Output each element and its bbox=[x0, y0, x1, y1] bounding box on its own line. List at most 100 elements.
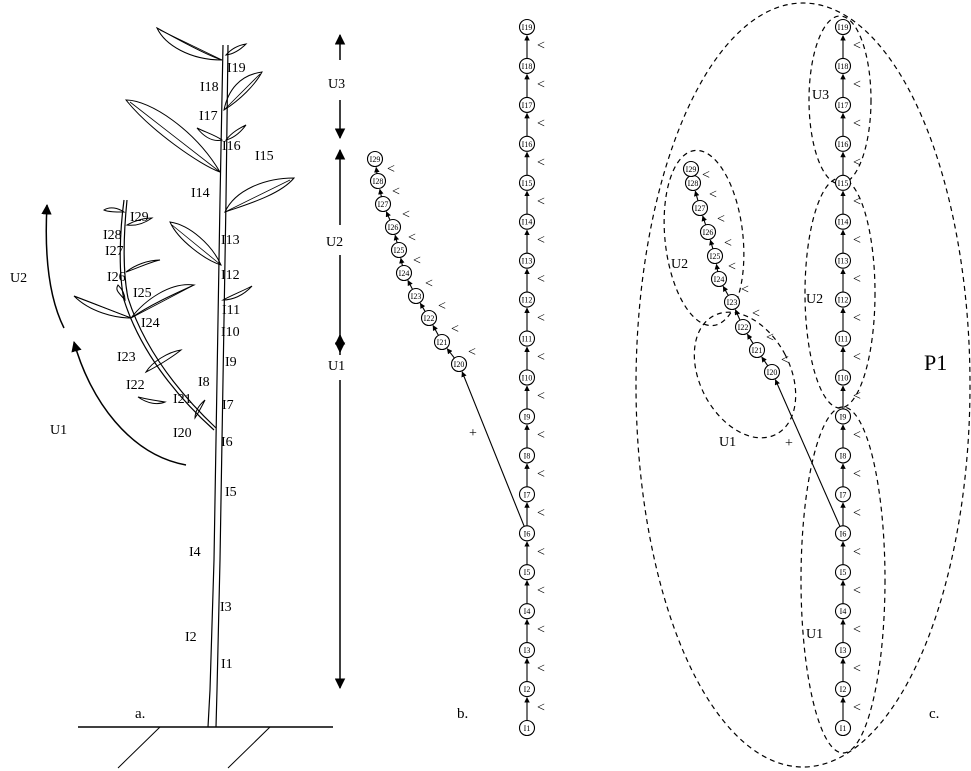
leaf bbox=[130, 284, 196, 319]
succession-symbol: < bbox=[537, 233, 545, 248]
graph-node-label: I8 bbox=[840, 451, 847, 460]
succession-edge bbox=[374, 166, 380, 174]
succession-symbol: < bbox=[741, 283, 749, 298]
succession-symbol: < bbox=[853, 272, 861, 287]
branch-internode-label: I21 bbox=[173, 392, 192, 407]
succession-symbol: < bbox=[853, 428, 861, 443]
panel-label-c: c. bbox=[929, 706, 939, 722]
graph-node-label: I14 bbox=[522, 218, 533, 227]
graph-node bbox=[834, 291, 852, 308]
succession-symbol: < bbox=[537, 584, 545, 599]
graph-node-label: I2 bbox=[524, 685, 531, 694]
succession-symbol: < bbox=[853, 77, 861, 92]
succession-symbol: < bbox=[438, 299, 446, 314]
succession-symbol: < bbox=[717, 212, 725, 227]
branch-stem bbox=[123, 199, 217, 429]
leaf bbox=[224, 177, 296, 213]
graph-node bbox=[518, 603, 536, 620]
label-u1: U1 bbox=[50, 423, 67, 438]
succession-edge bbox=[446, 348, 455, 359]
graph-node bbox=[834, 447, 852, 464]
succession-symbol: < bbox=[853, 38, 861, 53]
branching-symbol: + bbox=[469, 426, 477, 441]
graph-node bbox=[518, 252, 536, 269]
graph-node bbox=[834, 369, 852, 386]
graph-node bbox=[763, 363, 781, 381]
leaf bbox=[224, 124, 247, 141]
graph-node bbox=[834, 57, 852, 74]
graph-node-label: I17 bbox=[522, 101, 533, 110]
graph-node-label: I7 bbox=[840, 490, 847, 499]
succession-symbol: < bbox=[728, 260, 736, 275]
graph-node-label: I10 bbox=[522, 374, 533, 383]
graph-node-label: I25 bbox=[394, 246, 405, 255]
graph-node-label: I16 bbox=[522, 140, 533, 149]
graph-node-label: I27 bbox=[378, 200, 389, 209]
leaf bbox=[144, 349, 183, 374]
graph-node bbox=[407, 287, 425, 305]
graph-node bbox=[691, 199, 709, 217]
main-internode-label: I14 bbox=[191, 186, 210, 201]
graph-node-label: I24 bbox=[714, 275, 725, 284]
graph-node-label: I3 bbox=[840, 646, 847, 655]
main-internode-label: I11 bbox=[222, 303, 240, 318]
graph-node-label: I13 bbox=[838, 257, 849, 266]
succession-symbol: < bbox=[853, 701, 861, 716]
graph-node-label: I14 bbox=[838, 218, 849, 227]
graph-node bbox=[699, 223, 717, 241]
graph-node-label: I9 bbox=[524, 412, 531, 421]
graph-node-label: I11 bbox=[522, 335, 532, 344]
succession-symbol: < bbox=[537, 77, 545, 92]
graph-node bbox=[834, 719, 852, 737]
succession-symbol: < bbox=[709, 188, 717, 203]
succession-symbol: < bbox=[853, 311, 861, 326]
leaf-vein bbox=[75, 296, 132, 319]
leaf bbox=[155, 26, 223, 61]
graph-node-label: I5 bbox=[524, 568, 531, 577]
main-internode-label: I4 bbox=[189, 545, 201, 560]
succession-symbol: < bbox=[413, 254, 421, 269]
leaf-vein bbox=[159, 29, 223, 61]
succession-symbol: < bbox=[537, 38, 545, 53]
branching-symbol: + bbox=[785, 436, 793, 451]
label-u3: U3 bbox=[328, 77, 345, 92]
curved-arrow-u1 bbox=[71, 340, 187, 466]
leaf-vein bbox=[171, 224, 222, 266]
c-label-main-u3: U3 bbox=[812, 88, 829, 103]
succession-symbol: < bbox=[702, 168, 710, 183]
graph-node-label: I1 bbox=[840, 724, 847, 733]
graph-node bbox=[518, 18, 536, 36]
succession-symbol: < bbox=[451, 322, 459, 337]
graph-node-label: I20 bbox=[767, 368, 778, 377]
succession-symbol: < bbox=[724, 236, 732, 251]
graph-node-label: I25 bbox=[710, 252, 721, 261]
main-internode-label: I8 bbox=[198, 375, 210, 390]
succession-symbol: < bbox=[853, 584, 861, 599]
graph-node-label: I13 bbox=[522, 257, 533, 266]
c-label-branch-u2: U2 bbox=[671, 257, 688, 272]
label-u2-span: U2 bbox=[326, 235, 343, 250]
graph-node bbox=[518, 408, 536, 425]
graph-node-label: I18 bbox=[522, 62, 533, 71]
branching-edge bbox=[774, 379, 841, 527]
leaf-vein bbox=[130, 285, 193, 319]
main-internode-label: I10 bbox=[221, 325, 240, 340]
graph-node bbox=[518, 291, 536, 308]
graph-node bbox=[834, 642, 852, 659]
leaf bbox=[125, 259, 161, 273]
succession-symbol: < bbox=[402, 208, 410, 223]
plant-p1-ellipse bbox=[635, 2, 971, 768]
panel-label-a: a. bbox=[135, 706, 145, 722]
graph-node bbox=[834, 96, 852, 113]
graph-node bbox=[723, 293, 741, 311]
leaf bbox=[137, 396, 167, 405]
succession-edge bbox=[432, 324, 439, 336]
graph-node-label: I7 bbox=[524, 490, 531, 499]
graph-node-label: I2 bbox=[840, 685, 847, 694]
label-u2: U2 bbox=[10, 271, 27, 286]
graph-node bbox=[384, 218, 402, 236]
graph-node bbox=[518, 719, 536, 737]
succession-edge bbox=[393, 234, 400, 243]
succession-symbol: < bbox=[853, 350, 861, 365]
